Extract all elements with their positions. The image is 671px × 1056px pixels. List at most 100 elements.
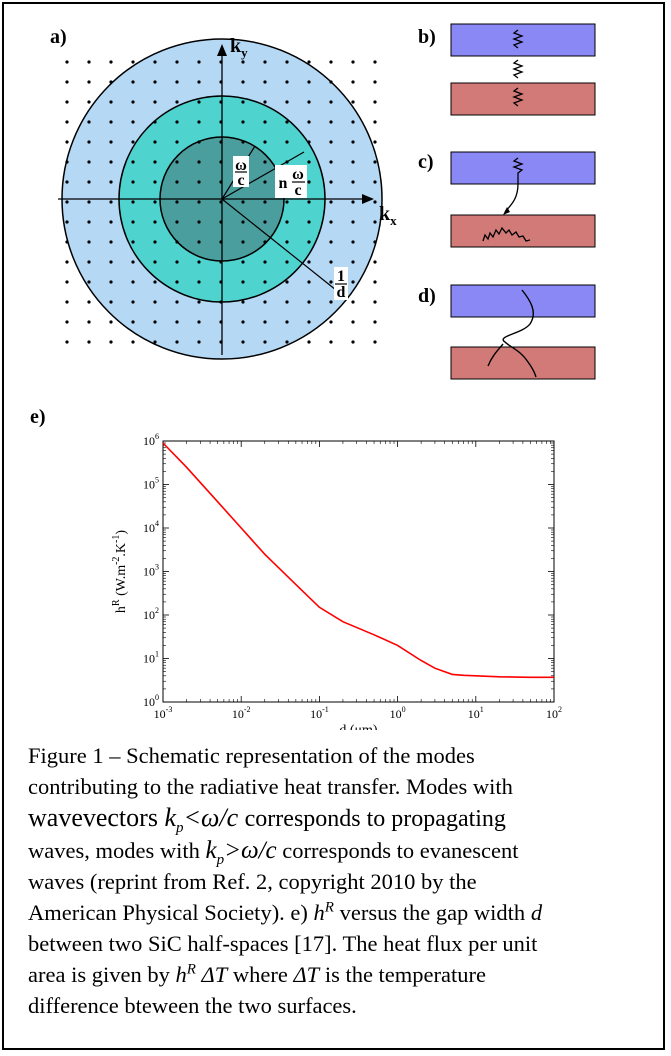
lattice-dot xyxy=(153,60,157,64)
lattice-dot xyxy=(65,160,69,164)
lattice-dot xyxy=(329,220,333,224)
lattice-dot xyxy=(87,220,91,224)
x-tick-label: 102 xyxy=(546,705,562,721)
panel-d-diagram: d) xyxy=(418,284,596,380)
lattice-dot xyxy=(285,220,289,224)
lattice-dot xyxy=(329,320,333,324)
lattice-dot xyxy=(197,280,201,284)
ky-label: ky xyxy=(230,35,248,60)
lattice-dot xyxy=(373,200,377,204)
panel-d-label: d) xyxy=(418,285,436,307)
lattice-dot xyxy=(263,320,267,324)
panel-c-ray-arrowhead xyxy=(503,207,510,215)
lattice-dot xyxy=(351,140,355,144)
lattice-dot xyxy=(65,80,69,84)
lattice-dot xyxy=(351,300,355,304)
lattice-dot xyxy=(109,100,113,104)
lattice-dot xyxy=(285,300,289,304)
lattice-dot xyxy=(285,100,289,104)
series-line xyxy=(162,442,554,679)
panel-c-bottom-slab xyxy=(450,214,596,248)
lattice-dot xyxy=(241,100,245,104)
lattice-dot xyxy=(307,240,311,244)
panel-b-bottom-slab xyxy=(450,82,596,116)
panel-c-scatter-wave xyxy=(482,226,531,242)
svg-text:d: d xyxy=(337,284,346,301)
lattice-dot xyxy=(307,340,311,344)
lattice-dot xyxy=(307,280,311,284)
lattice-dot xyxy=(373,340,377,344)
lattice-dot xyxy=(241,300,245,304)
lattice-dot xyxy=(87,60,91,64)
lattice-dot xyxy=(373,160,377,164)
lattice-dot xyxy=(373,120,377,124)
lattice-dot xyxy=(263,180,267,184)
lattice-dot xyxy=(131,60,135,64)
lattice-dot xyxy=(175,60,179,64)
lattice-dot xyxy=(197,80,201,84)
caption-line: American Physical Society). e) hR versus… xyxy=(28,899,543,925)
panel-b-wave-bottom xyxy=(512,87,524,107)
lattice-dot xyxy=(175,120,179,124)
lattice-dot xyxy=(329,100,333,104)
lattice-dot xyxy=(87,180,91,184)
plot-frame xyxy=(162,440,555,703)
lattice-dot xyxy=(87,320,91,324)
lattice-dot xyxy=(153,80,157,84)
lattice-dot xyxy=(197,340,201,344)
lattice-dot xyxy=(263,340,267,344)
lattice-dot xyxy=(175,160,179,164)
lattice-dot xyxy=(109,140,113,144)
lattice-dot xyxy=(153,160,157,164)
lattice-dot xyxy=(263,220,267,224)
lattice-dot xyxy=(109,240,113,244)
lattice-dot xyxy=(241,200,245,204)
lattice-dot xyxy=(373,60,377,64)
lattice-dot xyxy=(263,280,267,284)
lattice-dot xyxy=(241,80,245,84)
lattice-dot xyxy=(65,180,69,184)
lattice-dot xyxy=(351,260,355,264)
lattice-dot xyxy=(65,300,69,304)
lattice-dot xyxy=(65,200,69,204)
kx-arrowhead xyxy=(362,194,374,204)
lattice-dot xyxy=(197,60,201,64)
lattice-dot xyxy=(197,140,201,144)
lattice-dot xyxy=(241,260,245,264)
lattice-dot xyxy=(131,240,135,244)
lattice-dot xyxy=(197,320,201,324)
caption-line: area is given by hR ΔT where ΔT is the t… xyxy=(28,961,486,987)
lattice-dot xyxy=(263,100,267,104)
lattice-dot xyxy=(65,140,69,144)
lattice-dot xyxy=(285,240,289,244)
label-omega-over-c: ω c xyxy=(233,156,249,189)
lattice-dot xyxy=(329,120,333,124)
lattice-dot xyxy=(109,320,113,324)
lattice-dot xyxy=(307,260,311,264)
lattice-dot xyxy=(153,340,157,344)
lattice-dot xyxy=(373,180,377,184)
lattice-dot xyxy=(65,100,69,104)
lattice-dot xyxy=(87,160,91,164)
y-tick-label: 103 xyxy=(143,563,159,579)
lattice-dot xyxy=(153,220,157,224)
lattice-dot xyxy=(109,300,113,304)
lattice-dot xyxy=(351,220,355,224)
lattice-dot xyxy=(131,80,135,84)
lattice-dot xyxy=(131,180,135,184)
lattice-dot xyxy=(373,140,377,144)
lattice-dot xyxy=(197,240,201,244)
lattice-dot xyxy=(153,240,157,244)
lattice-dot xyxy=(175,340,179,344)
lattice-dot xyxy=(329,340,333,344)
x-tick-label: 10-2 xyxy=(232,705,251,721)
lattice-dot xyxy=(307,120,311,124)
radius-n-omega-c xyxy=(221,151,305,200)
y-tick-label: 104 xyxy=(143,519,159,535)
lattice-dot xyxy=(175,320,179,324)
x-tick-label: 10-1 xyxy=(310,705,329,721)
caption-line: Figure 1 – Schematic representation of t… xyxy=(28,743,475,768)
lattice-dot xyxy=(373,240,377,244)
lattice-dot xyxy=(307,140,311,144)
